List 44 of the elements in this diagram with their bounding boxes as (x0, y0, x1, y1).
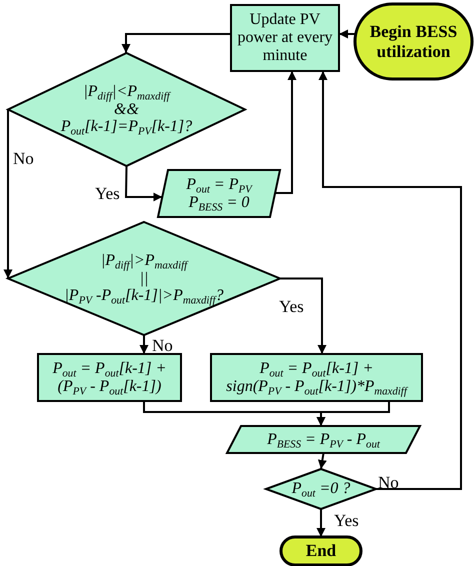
process-box (38, 354, 181, 401)
arrow (316, 401, 390, 426)
node-text: |P$_{diff}$|>P$_{maxdiff}$ (100, 252, 188, 270)
edge-label: No (378, 474, 399, 491)
node-text: P$_{BESS}$ = 0 (188, 194, 250, 212)
node-text: P$_{out}$ = P$_{out}$[k-1] + (52, 360, 166, 378)
edge-label: Yes (95, 185, 120, 202)
arrow (4, 110, 12, 278)
decision-diamond (266, 469, 376, 509)
decision-diamond (8, 222, 280, 335)
arrow (124, 166, 162, 202)
arrow (140, 335, 148, 354)
edge-label: Yes (334, 512, 359, 529)
node-text: P$_{out}$ =0 ? (292, 480, 350, 498)
process-box (211, 354, 422, 401)
node-text: (P$_{PV}$ - P$_{out}$[k-1]) (58, 378, 162, 396)
arrow (316, 509, 326, 537)
terminal-label: End (306, 541, 336, 561)
edge-label: No (152, 337, 173, 354)
node-text: || (140, 270, 148, 288)
arrow (318, 452, 327, 470)
node-text: && (114, 100, 139, 118)
arrow (339, 30, 356, 38)
decision-diamond (8, 53, 245, 166)
node-text: P$_{out}$ = P$_{PV}$ (186, 176, 252, 194)
node-text: Update PV power at every minute (237, 11, 333, 65)
terminal (355, 4, 472, 79)
terminal-label: Begin BESS utilization (368, 22, 458, 61)
arrow (122, 33, 231, 53)
arrow (318, 71, 462, 490)
node-text: P$_{out}$[k-1]=P$_{PV}$[k-1]? (60, 118, 192, 136)
data-parallelogram (158, 170, 280, 217)
terminal (281, 537, 361, 565)
node-text: |P$_{PV}$ -P$_{out}$[k-1]|>P$_{maxdiff}$? (64, 287, 224, 306)
process-box (231, 5, 339, 71)
edge-label: No (13, 150, 34, 167)
node-text: sign(P$_{PV}$ - P$_{out}$[k-1])*P$_{maxdiff}$ (226, 378, 407, 396)
data-parallelogram (227, 426, 420, 453)
node-text: P$_{out}$ = P$_{out}$[k-1] + (260, 360, 374, 378)
node-text: P$_{BESS}$ = P$_{PV}$ - P$_{out}$ (267, 430, 380, 448)
arrow (280, 278, 326, 354)
edge-label: Yes (279, 298, 304, 315)
node-text: |P$_{diff}$|<P$_{maxdiff}$ (83, 82, 170, 101)
arrow (275, 71, 296, 194)
